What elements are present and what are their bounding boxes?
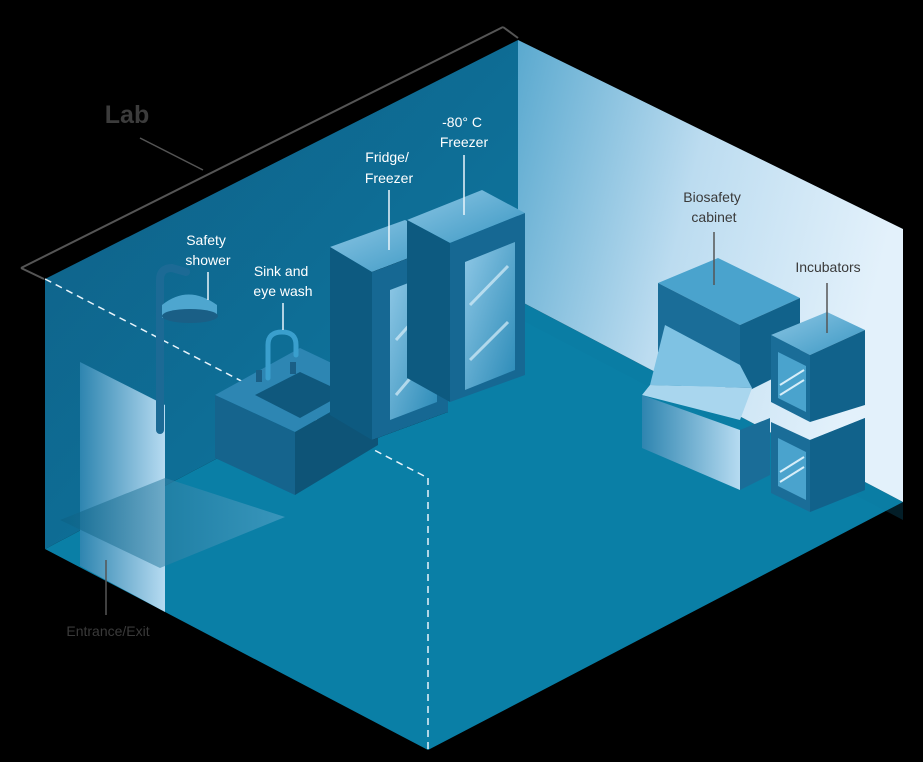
label-biosafety-cabinet: Biosafety cabinet <box>683 189 744 225</box>
label-fridge-freezer: Fridge/ Freezer <box>365 149 414 186</box>
biosafety-cabinet <box>642 258 800 490</box>
label-entrance-exit: Entrance/Exit <box>66 623 149 639</box>
entrance-door <box>60 362 285 612</box>
incubators <box>771 312 865 512</box>
safety-shower <box>156 263 218 434</box>
lab-dimension-line <box>20 26 519 280</box>
label-safety-shower: Safety shower <box>185 232 230 268</box>
minus80-freezer <box>407 190 525 402</box>
label-incubators: Incubators <box>795 259 860 275</box>
label-minus80-freezer: -80° C Freezer <box>440 114 489 150</box>
lab-title: Lab <box>105 101 149 129</box>
label-sink-eye-wash: Sink and eye wash <box>253 263 312 299</box>
